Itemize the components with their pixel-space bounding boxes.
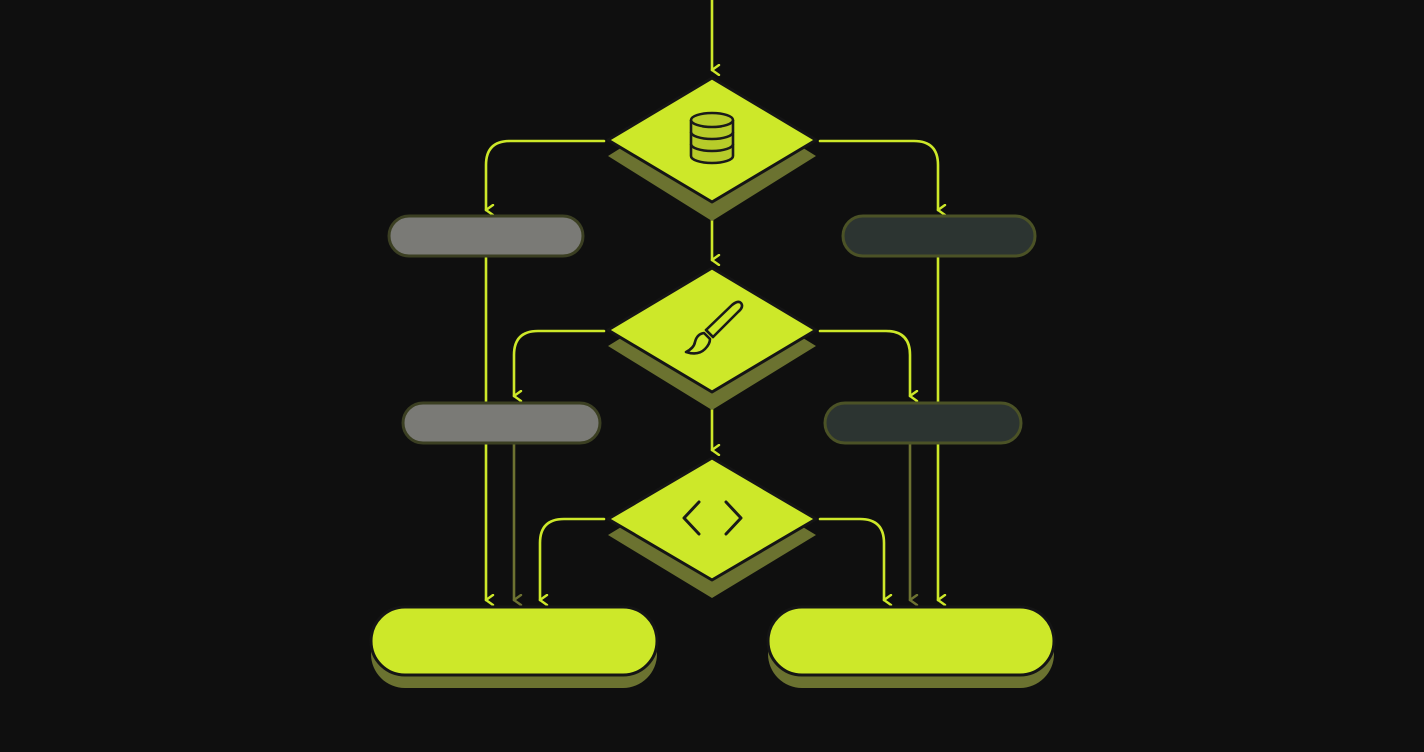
database-icon <box>689 111 735 165</box>
connector-d1-left <box>484 139 606 210</box>
pill-node-left-2[interactable] <box>401 401 602 445</box>
pill-node-right-2[interactable] <box>823 401 1023 445</box>
connectors-dim <box>512 442 910 600</box>
connector-d3-left <box>538 517 606 600</box>
code-brackets-icon <box>682 500 743 536</box>
paintbrush-icon <box>684 300 744 355</box>
pill-node-right-1[interactable] <box>841 214 1037 258</box>
decision-node-1[interactable] <box>606 76 818 221</box>
connector-d3-right <box>818 517 884 600</box>
pill-node-left-1[interactable] <box>387 214 585 258</box>
connector-d2-left <box>512 329 606 396</box>
terminal-node-left[interactable] <box>369 605 659 688</box>
connector-d2-right <box>818 329 910 396</box>
connectors <box>484 0 938 600</box>
decision-node-3[interactable] <box>606 456 818 598</box>
terminal-node-right[interactable] <box>766 605 1056 688</box>
decision-node-2[interactable] <box>606 266 818 410</box>
connector-d1-right <box>818 139 938 210</box>
